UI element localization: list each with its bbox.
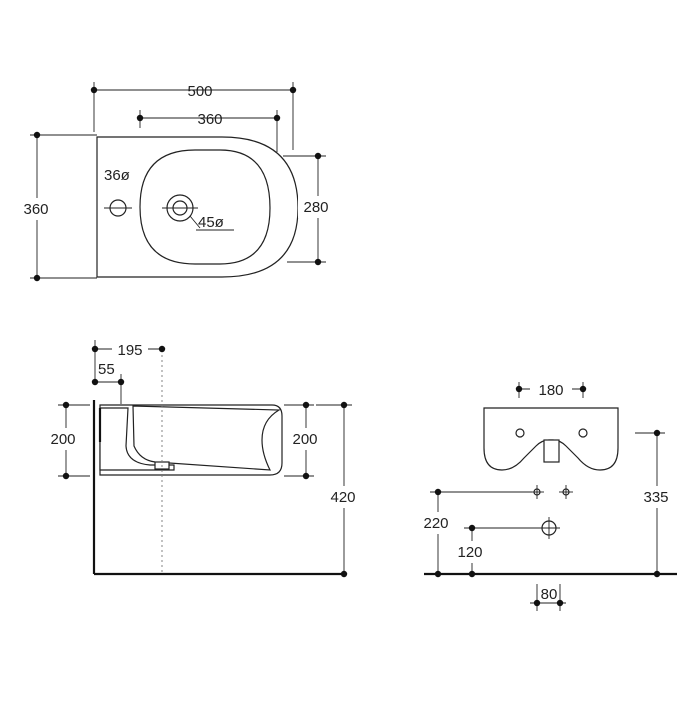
dim-dot	[434, 488, 442, 496]
dim-dot	[579, 385, 587, 393]
dim-dot	[302, 472, 310, 480]
label-tap-hole: 36ø	[104, 167, 130, 184]
side-view-rim	[99, 407, 175, 471]
dim-dot	[33, 274, 41, 282]
dim-dot	[62, 472, 70, 480]
label-mask	[44, 428, 84, 450]
front-view-trap	[543, 439, 560, 463]
dim-bowl-offset: 195	[117, 342, 142, 359]
dim-dot	[653, 429, 661, 437]
label-mask	[530, 379, 572, 399]
dim-bowl-width: 360	[197, 111, 222, 128]
side-view-bowl	[132, 405, 282, 471]
dim-dot	[91, 345, 99, 353]
top-view-bowl	[139, 149, 271, 265]
dim-overall-width: 500	[187, 83, 212, 100]
label-drain-hole: 45ø	[198, 214, 224, 231]
dim-dot	[273, 114, 281, 122]
side-view: 195 55 200 200 420	[44, 339, 364, 578]
front-view: 180 335 220 120 80	[416, 379, 677, 611]
label-mask	[18, 198, 54, 220]
dim-dot	[515, 385, 523, 393]
dim-dot	[468, 524, 476, 532]
dim-dot	[62, 401, 70, 409]
dim-dot	[90, 86, 98, 94]
dim-dot	[468, 570, 476, 578]
dim-dot	[314, 152, 322, 160]
dim-dot	[653, 570, 661, 578]
label-mask	[286, 428, 326, 450]
dim-dot	[556, 599, 564, 607]
dim-waste-width: 80	[541, 586, 558, 603]
dim-dot	[33, 131, 41, 139]
dim-dot	[136, 114, 144, 122]
label-mask	[452, 541, 492, 563]
dim-body-height: 200	[50, 431, 75, 448]
label-mask	[637, 486, 677, 508]
dim-dot	[314, 258, 322, 266]
dim-dot	[340, 401, 348, 409]
dim-fixing-spacing: 180	[538, 382, 563, 399]
dim-waste-height: 120	[457, 544, 482, 561]
dim-dot	[158, 345, 166, 353]
dim-bowl-depth: 280	[303, 199, 328, 216]
dim-dot	[533, 599, 541, 607]
dim-rim-offset: 55	[98, 361, 115, 378]
dim-dot	[117, 378, 125, 386]
dim-front-rim-height: 335	[643, 489, 668, 506]
label-mask	[324, 486, 364, 508]
dim-overall-depth: 360	[23, 201, 48, 218]
fixing-hole-right	[578, 428, 588, 438]
dim-rim-height: 420	[330, 489, 355, 506]
drain-leader	[189, 215, 201, 229]
label-mask	[416, 512, 456, 534]
top-view: 500 360 360 280 36ø 45ø	[18, 82, 336, 282]
dim-dot	[434, 570, 442, 578]
dim-bowl-height: 200	[292, 431, 317, 448]
dim-dot	[340, 570, 348, 578]
label-mask	[112, 339, 148, 359]
dim-dot	[289, 86, 297, 94]
dim-dot	[91, 378, 99, 386]
fixing-hole-left	[515, 428, 525, 438]
dim-dot	[302, 401, 310, 409]
dim-supply-height: 220	[423, 515, 448, 532]
label-mask	[298, 196, 336, 218]
